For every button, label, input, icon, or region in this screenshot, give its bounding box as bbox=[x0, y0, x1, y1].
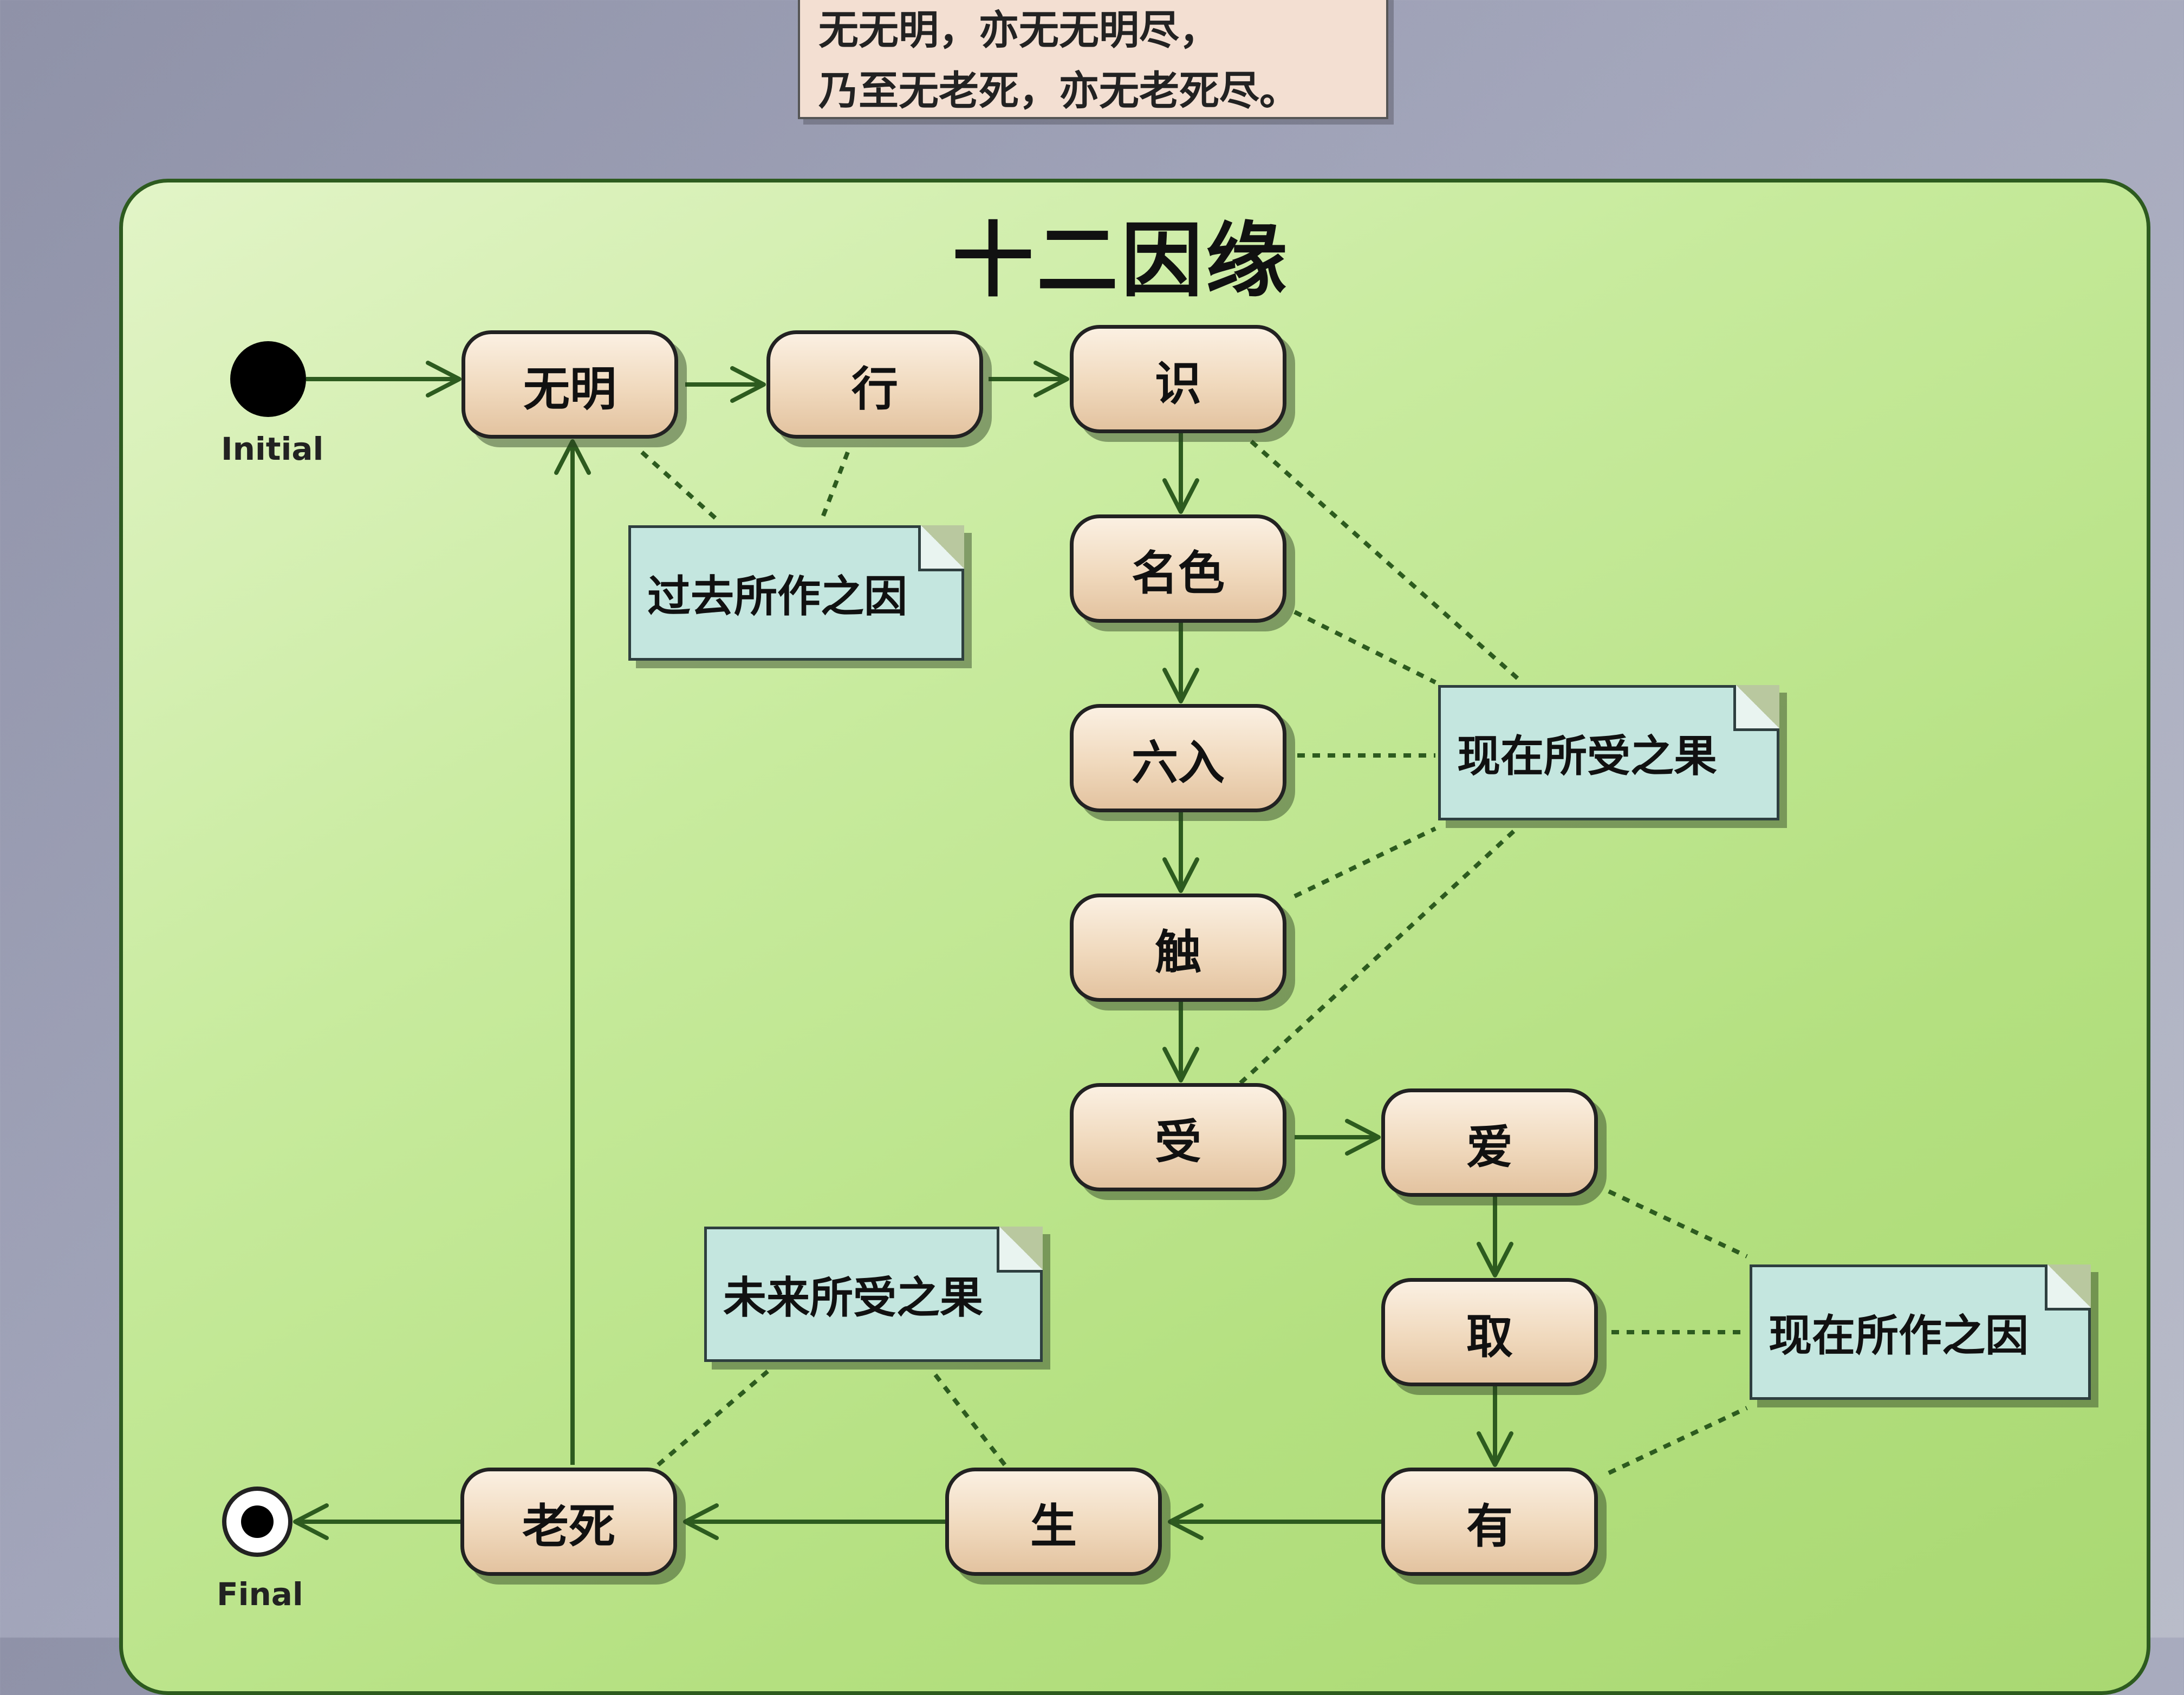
final-node bbox=[222, 1487, 292, 1557]
note-link bbox=[818, 451, 850, 524]
note-link bbox=[640, 451, 722, 524]
final-label: Final bbox=[217, 1576, 303, 1613]
state-shou[interactable]: 受 bbox=[1070, 1083, 1286, 1191]
arrowhead bbox=[1477, 1242, 1513, 1277]
note-past-cause: 过去所作之因 bbox=[628, 525, 964, 661]
note-future-effect: 未来所受之果 bbox=[704, 1227, 1043, 1362]
state-mingse[interactable]: 名色 bbox=[1070, 514, 1286, 623]
arrowhead bbox=[1034, 361, 1069, 397]
state-qu[interactable]: 取 bbox=[1381, 1278, 1598, 1386]
note-link bbox=[1239, 827, 1518, 1085]
state-shi[interactable]: 识 bbox=[1070, 325, 1286, 433]
note-link bbox=[1294, 610, 1436, 684]
state-laosi[interactable]: 老死 bbox=[460, 1468, 677, 1576]
arrowhead bbox=[426, 361, 461, 397]
note-link bbox=[1250, 440, 1524, 684]
arrowhead bbox=[1162, 857, 1199, 893]
arrowhead bbox=[683, 1503, 719, 1540]
note-link bbox=[1608, 1189, 1748, 1259]
state-sheng[interactable]: 生 bbox=[945, 1468, 1162, 1576]
note-link bbox=[1294, 826, 1436, 898]
state-you[interactable]: 有 bbox=[1381, 1468, 1598, 1576]
state-liuru[interactable]: 六入 bbox=[1070, 704, 1286, 812]
arrowhead bbox=[1345, 1119, 1381, 1156]
note-link bbox=[929, 1368, 1007, 1466]
arrowhead bbox=[1162, 668, 1199, 703]
note-link bbox=[656, 1368, 771, 1467]
arrowhead bbox=[1477, 1431, 1513, 1467]
note-link bbox=[1608, 1406, 1748, 1475]
arrowhead bbox=[293, 1503, 329, 1540]
arrowhead bbox=[1162, 1047, 1199, 1083]
arrowhead bbox=[554, 439, 591, 475]
note-present-cause: 现在所作之因 bbox=[1750, 1264, 2091, 1400]
arrowhead bbox=[1168, 1503, 1204, 1540]
quote-line-1: 无无明，亦无无明尽， bbox=[818, 7, 1219, 54]
connector-layer bbox=[293, 361, 1748, 1540]
state-xing[interactable]: 行 bbox=[766, 330, 983, 439]
state-wuming[interactable]: 无明 bbox=[461, 330, 678, 439]
initial-label: Initial bbox=[221, 431, 324, 467]
arrowhead bbox=[730, 366, 766, 403]
diagram-title: 十二因缘 bbox=[952, 214, 1290, 308]
state-ai[interactable]: 爱 bbox=[1381, 1088, 1598, 1197]
arrowhead bbox=[1162, 478, 1199, 514]
sutra-quote-box: 无无明，亦无无明尽， 乃至无老死，亦无老死尽。 bbox=[798, 0, 1388, 119]
initial-node bbox=[230, 341, 306, 417]
note-present-effect: 现在所受之果 bbox=[1438, 685, 1779, 820]
quote-line-2: 乃至无老死，亦无老死尽。 bbox=[818, 68, 1299, 114]
state-chu[interactable]: 触 bbox=[1070, 894, 1286, 1002]
